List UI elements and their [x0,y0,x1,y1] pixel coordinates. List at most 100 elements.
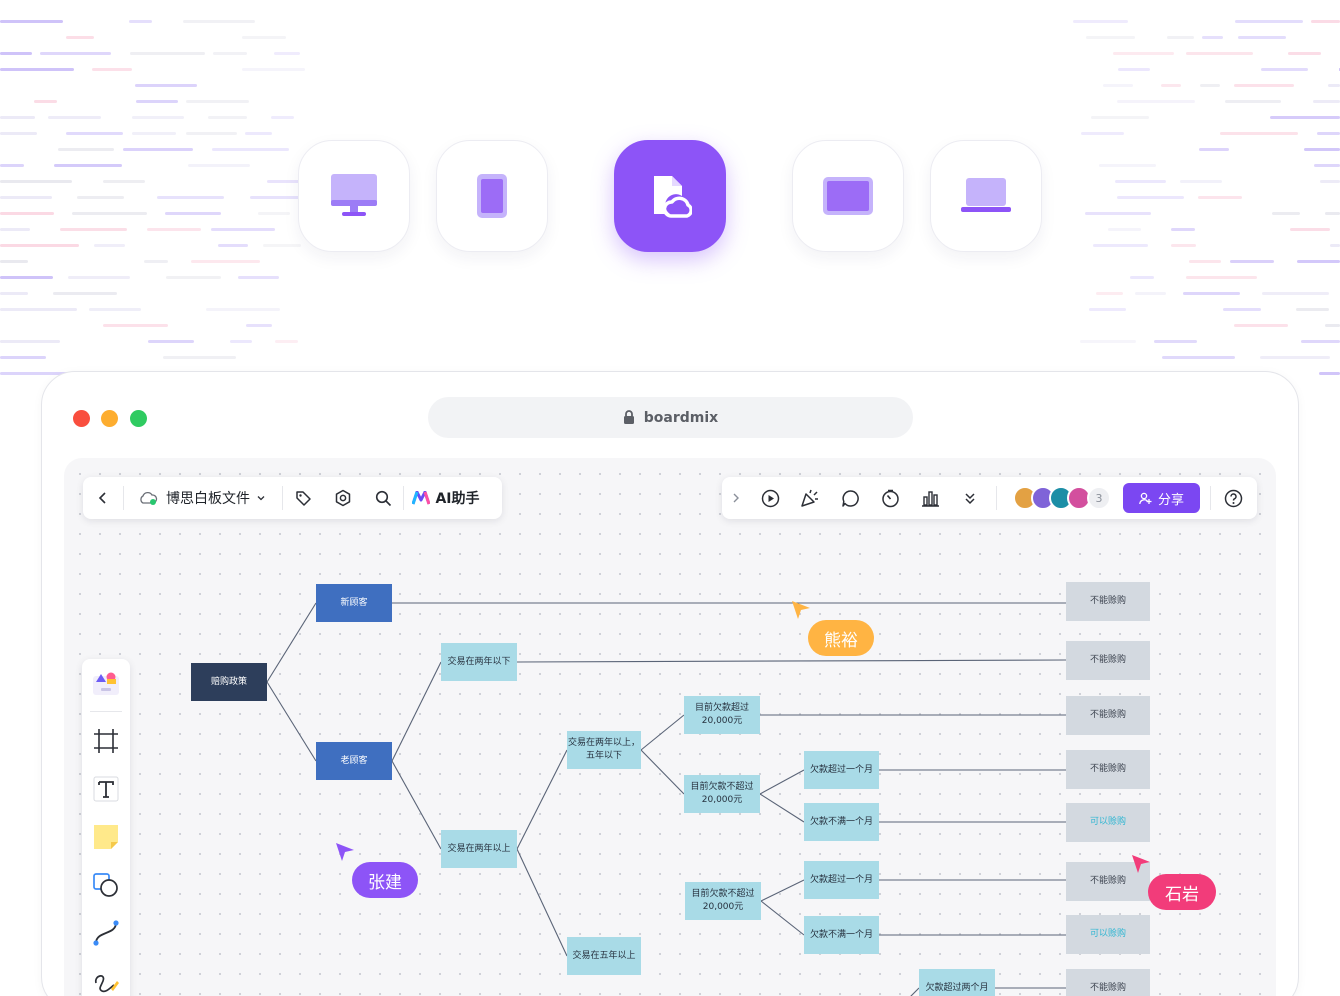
phone-device-button[interactable] [436,140,548,252]
decorative-dash [0,228,30,231]
search-button[interactable] [363,477,403,519]
decorative-dash [186,100,249,103]
decorative-dash [274,52,300,55]
mindmap-node[interactable]: 交易在两年以上 [441,830,517,868]
vote-button[interactable] [910,477,950,519]
mindmap-node[interactable]: 目前欠款不超过20,000元 [685,882,761,920]
mindmap-result-node[interactable]: 不能赊购 [1066,969,1150,996]
text-tool[interactable] [82,769,130,809]
mindmap-result-node[interactable]: 不能赊购 [1066,582,1150,621]
cloud-file-icon [654,176,692,218]
frame-tool[interactable] [82,721,130,761]
decorative-dash [157,196,224,199]
mindmap-result-node[interactable]: 不能赊购 [1066,862,1150,901]
templates-tool[interactable] [82,663,130,703]
decorative-dash [242,68,305,71]
decorative-dash [1161,84,1181,87]
decorative-dash [1220,132,1298,135]
celebrate-button[interactable] [790,477,830,519]
sticky-note-icon [94,825,118,849]
decorative-dash [1099,164,1156,167]
mindmap-root-node[interactable]: 赔购政策 [191,663,267,701]
mindmap-node-old-customer[interactable]: 老顾客 [316,742,392,780]
share-button[interactable]: 分享 [1123,483,1201,513]
mindmap-node[interactable]: 目前欠款不超过20,000元 [684,775,760,813]
mindmap-result-node[interactable]: 可以赊购 [1066,915,1150,954]
mindmap-node[interactable]: 交易在两年以下 [441,643,517,681]
present-button[interactable] [750,477,790,519]
decorative-dash [1288,52,1321,55]
decorative-dash [1234,324,1288,327]
mindmap-node[interactable]: 交易在五年以上 [567,937,641,975]
toolbar-separator [996,486,997,510]
decorative-dash [1290,228,1330,231]
mindmap-node[interactable]: 欠款超过一个月 [804,861,879,899]
decorative-dash [66,132,123,135]
mindmap-node[interactable]: 欠款超过一个月 [804,751,879,789]
decorative-dash [188,164,250,167]
mindmap-node[interactable]: 欠款不满一个月 [804,803,879,841]
toolbar-divider [90,711,122,712]
collaborator-count[interactable]: 3 [1087,486,1111,510]
mindmap-result-node[interactable]: 不能赊购 [1066,696,1150,735]
tag-button[interactable] [283,477,323,519]
minimize-window-button[interactable] [101,410,118,427]
decorative-dash [0,68,74,71]
sticky-note-tool[interactable] [82,817,130,857]
decorative-dash [1089,308,1126,311]
comment-button[interactable] [830,477,870,519]
collaborator-avatars[interactable]: 3 [1013,486,1111,510]
mindmap-node-new-customer[interactable]: 新顾客 [316,584,392,622]
shape-tool[interactable] [82,865,130,905]
whiteboard-canvas[interactable]: 博思白板文件 [64,458,1276,996]
decorative-dash [1261,68,1308,71]
maximize-window-button[interactable] [130,410,147,427]
decorative-dash [92,68,132,71]
back-button[interactable] [83,477,123,519]
laptop-device-button[interactable] [930,140,1042,252]
decorative-dash [72,212,147,215]
mindmap-result-node[interactable]: 不能赊购 [1066,750,1150,789]
mindmap-node[interactable]: 欠款不满一个月 [804,916,879,954]
connector-tool[interactable] [82,913,130,953]
decorative-dash [1080,340,1136,343]
help-button[interactable] [1211,477,1255,519]
decorative-dash [1081,132,1124,135]
more-tools-button[interactable] [950,477,990,519]
decorative-dash [1320,180,1340,183]
decorative-dash [271,116,294,119]
desktop-device-button[interactable] [298,140,410,252]
frame-icon [94,729,118,753]
decorative-dash [40,52,111,55]
mindmap-result-node[interactable]: 不能赊购 [1066,641,1150,680]
settings-button[interactable] [323,477,363,519]
mindmap-node[interactable]: 交易在两年以上，五年以下 [567,731,641,769]
lock-icon [623,410,634,424]
file-name-menu[interactable]: 博思白板文件 [124,477,282,519]
ai-assistant-label: AI助手 [435,491,480,507]
mindmap-node[interactable]: 目前欠款超过20,000元 [684,696,760,734]
tablet-device-button[interactable] [792,140,904,252]
toolbar-separator [1210,486,1212,510]
close-window-button[interactable] [73,410,90,427]
mindmap-node[interactable]: 欠款超过两个月 [919,969,995,996]
decorative-dash [0,20,63,23]
decorative-dash [1167,36,1194,39]
decorative-dash [165,212,221,215]
ai-assistant-button[interactable]: AI助手 [404,477,488,519]
decorative-dash [1230,260,1274,263]
decorative-dash [132,116,184,119]
decorative-dash [1223,308,1261,311]
decorative-dash [1235,20,1303,23]
mindmap-result-node[interactable]: 可以赊购 [1066,803,1150,842]
decorative-dash [144,260,168,263]
collapse-toolbar-button[interactable] [722,477,750,519]
pen-tool[interactable] [82,961,130,996]
cloud-file-device-button[interactable] [614,140,726,252]
decorative-dash [1325,212,1340,215]
decorative-dash [1186,276,1257,279]
address-bar[interactable]: boardmix [428,397,913,438]
cursor-label-xiongyu: 熊裕 [808,620,874,656]
timer-button[interactable] [870,477,910,519]
decorative-dash [1270,116,1340,119]
